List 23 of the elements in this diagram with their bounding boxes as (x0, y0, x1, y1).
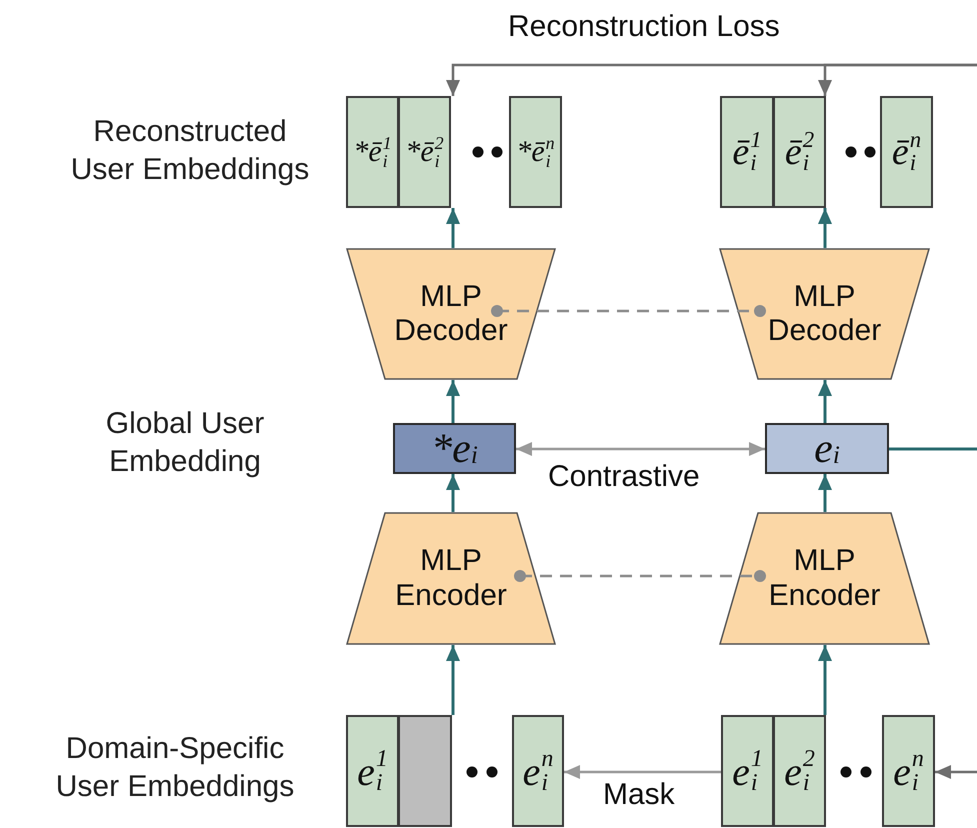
row-label: Domain-Specific User Embeddings (54, 731, 296, 804)
row-label: Global User Embedding (104, 406, 266, 480)
arrow (564, 765, 721, 779)
arrow (446, 208, 460, 248)
block-label: MLP Encoder (394, 544, 508, 613)
row-label: Reconstructed User Embeddings (70, 114, 310, 188)
arrow (516, 442, 765, 456)
arrow (818, 645, 832, 715)
block-label: MLP Encoder (768, 544, 882, 613)
arrow (935, 765, 977, 779)
connector-line (889, 448, 977, 450)
arrow (818, 64, 977, 96)
masked-cell (398, 715, 452, 827)
arrow (446, 474, 460, 512)
arrow (818, 474, 832, 512)
arrow (818, 380, 832, 423)
dashed-connector (491, 305, 766, 317)
dashed-connector (514, 570, 766, 582)
arrow (818, 208, 832, 248)
block-label: MLP Decoder (393, 280, 509, 348)
arrow (446, 380, 460, 423)
arrow (446, 645, 460, 715)
block-label: MLP Decoder (766, 280, 882, 348)
